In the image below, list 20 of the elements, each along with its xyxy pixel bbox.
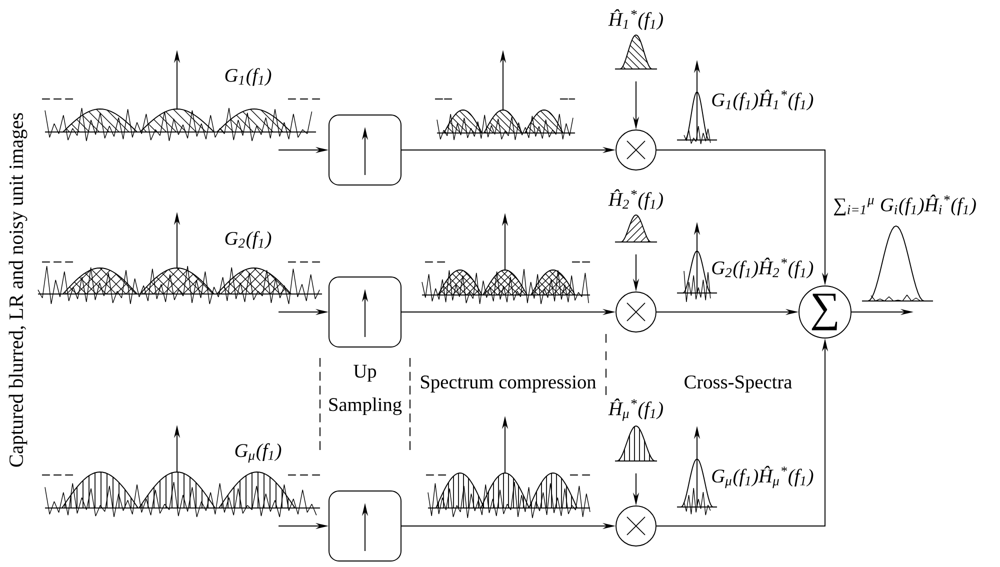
- filter-curve: [614, 425, 658, 462]
- stage-label: Cross-Spectra: [684, 376, 792, 392]
- formula-label: G$_{1}$(f$_{1}$): [225, 68, 272, 86]
- formula-label: G$_{2}$(f$_{1}$)Ĥ$_{2}$$^{*}$(f$_{1}$): [712, 258, 814, 278]
- stage-label: Spectrum compression: [421, 376, 596, 392]
- multiplier-symbol: [616, 292, 656, 332]
- multiplier-symbol: [616, 130, 656, 170]
- formula-label: ∑$_{i=1}$$^{μ}$ G$_{i}$(f$_{1}$)Ĥ$_{i}$$^{*}$(f$_{1}$): [834, 194, 976, 216]
- filter-label: Ĥ$_{2}$$^{*}$(f$_{1}$): [608, 189, 663, 210]
- filter-label: Ĥ$_{1}$$^{*}$(f$_{1}$): [608, 9, 663, 30]
- filter-label: Ĥ$_{μ}$$^{*}$(f$_{1}$): [608, 398, 663, 421]
- filter-curve: [614, 214, 658, 242]
- stage-label: Up Sampling: [329, 364, 402, 416]
- filter-curve: [614, 34, 658, 70]
- formula-label: G$_{μ}$(f$_{1}$): [235, 443, 282, 463]
- formula-label: G$_{μ}$(f$_{1}$)Ĥ$_{μ}$$^{*}$(f$_{1}$): [712, 466, 814, 488]
- formula-label: G$_{2}$(f$_{1}$): [225, 231, 272, 249]
- formula-label: G$_{1}$(f$_{1}$)Ĥ$_{1}$$^{*}$(f$_{1}$): [712, 90, 814, 110]
- side-caption: Captured blurred, LR and noisy unit images: [8, 113, 28, 467]
- multiplier-symbol: [616, 506, 656, 546]
